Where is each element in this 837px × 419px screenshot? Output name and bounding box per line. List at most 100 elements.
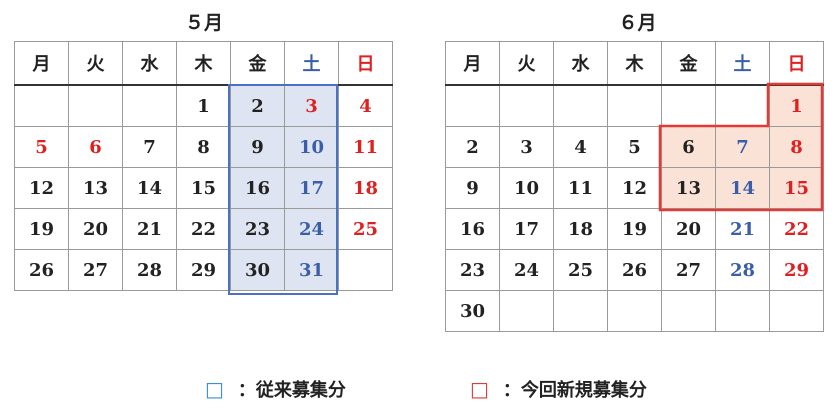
day-cell: 2: [445, 126, 500, 168]
day-cell: 3: [284, 84, 339, 127]
may-title: ５月: [184, 12, 223, 34]
day-cell: 18: [553, 208, 608, 250]
day-cell: 25: [553, 249, 608, 291]
day-cell: 12: [607, 167, 662, 209]
weekday-label: 木: [607, 41, 662, 86]
empty-cell: [553, 290, 608, 332]
june-title: ６月: [618, 12, 657, 34]
legend-new: □ ：今回新規募集分: [470, 376, 647, 402]
day-cell: 26: [14, 249, 69, 291]
day-cell: 14: [715, 167, 770, 209]
day-cell: 5: [607, 126, 662, 168]
weekday-label: 日: [338, 41, 393, 86]
day-cell: 13: [68, 167, 123, 209]
empty-cell: [769, 290, 824, 332]
empty-cell: [14, 84, 69, 127]
empty-cell: [68, 84, 123, 127]
day-cell: 8: [769, 126, 824, 168]
weekday-label: 日: [769, 41, 824, 86]
week-row: 30: [445, 290, 824, 332]
weekday-label: 月: [14, 41, 69, 86]
day-cell: 14: [122, 167, 177, 209]
day-cell: 24: [284, 208, 339, 250]
empty-cell: [338, 249, 393, 291]
weekday-label: 水: [553, 41, 608, 86]
empty-cell: [607, 84, 662, 127]
day-cell: 20: [68, 208, 123, 250]
weekday-label: 月: [445, 41, 500, 86]
day-cell: 8: [176, 126, 231, 168]
day-cell: 12: [14, 167, 69, 209]
day-cell: 16: [445, 208, 500, 250]
day-cell: 21: [715, 208, 770, 250]
day-cell: 21: [122, 208, 177, 250]
day-cell: 15: [176, 167, 231, 209]
day-cell: 4: [338, 84, 393, 127]
day-cell: 30: [230, 249, 285, 291]
red-square-icon: □: [470, 377, 489, 401]
day-cell: 26: [607, 249, 662, 291]
day-cell: 24: [499, 249, 554, 291]
empty-cell: [553, 84, 608, 127]
legend-existing: □ ：従来募集分: [205, 376, 346, 402]
day-cell: 15: [769, 167, 824, 209]
day-cell: 22: [769, 208, 824, 250]
day-cell: 5: [14, 126, 69, 168]
day-cell: 7: [122, 126, 177, 168]
day-cell: 28: [122, 249, 177, 291]
weekday-label: 木: [176, 41, 231, 86]
empty-cell: [499, 84, 554, 127]
day-cell: 16: [230, 167, 285, 209]
blue-square-icon: □: [205, 377, 224, 401]
day-cell: 22: [176, 208, 231, 250]
may-weekday-header: 月火水木金土日: [14, 41, 393, 86]
day-cell: 2: [230, 84, 285, 127]
day-cell: 30: [445, 290, 500, 332]
day-cell: 23: [445, 249, 500, 291]
day-cell: 9: [445, 167, 500, 209]
day-cell: 18: [338, 167, 393, 209]
empty-cell: [715, 290, 770, 332]
day-cell: 9: [230, 126, 285, 168]
day-cell: 23: [230, 208, 285, 250]
week-row: 1: [445, 84, 824, 127]
empty-cell: [445, 84, 500, 127]
empty-cell: [122, 84, 177, 127]
weekday-label: 土: [284, 41, 339, 86]
day-cell: 10: [284, 126, 339, 168]
day-cell: 13: [661, 167, 716, 209]
empty-cell: [607, 290, 662, 332]
empty-cell: [661, 84, 716, 127]
day-cell: 31: [284, 249, 339, 291]
day-cell: 1: [176, 84, 231, 127]
day-cell: 6: [661, 126, 716, 168]
day-cell: 29: [176, 249, 231, 291]
legend-new-label: ：今回新規募集分: [502, 380, 647, 401]
weekday-label: 金: [661, 41, 716, 86]
day-cell: 3: [499, 126, 554, 168]
june-weekday-header: 月火水木金土日: [445, 41, 824, 86]
day-cell: 4: [553, 126, 608, 168]
day-cell: 11: [553, 167, 608, 209]
empty-cell: [715, 84, 770, 127]
empty-cell: [499, 290, 554, 332]
day-cell: 6: [68, 126, 123, 168]
day-cell: 19: [607, 208, 662, 250]
legend-existing-label: ：従来募集分: [237, 380, 346, 401]
day-cell: 11: [338, 126, 393, 168]
day-cell: 27: [68, 249, 123, 291]
day-cell: 17: [499, 208, 554, 250]
day-cell: 28: [715, 249, 770, 291]
day-cell: 19: [14, 208, 69, 250]
